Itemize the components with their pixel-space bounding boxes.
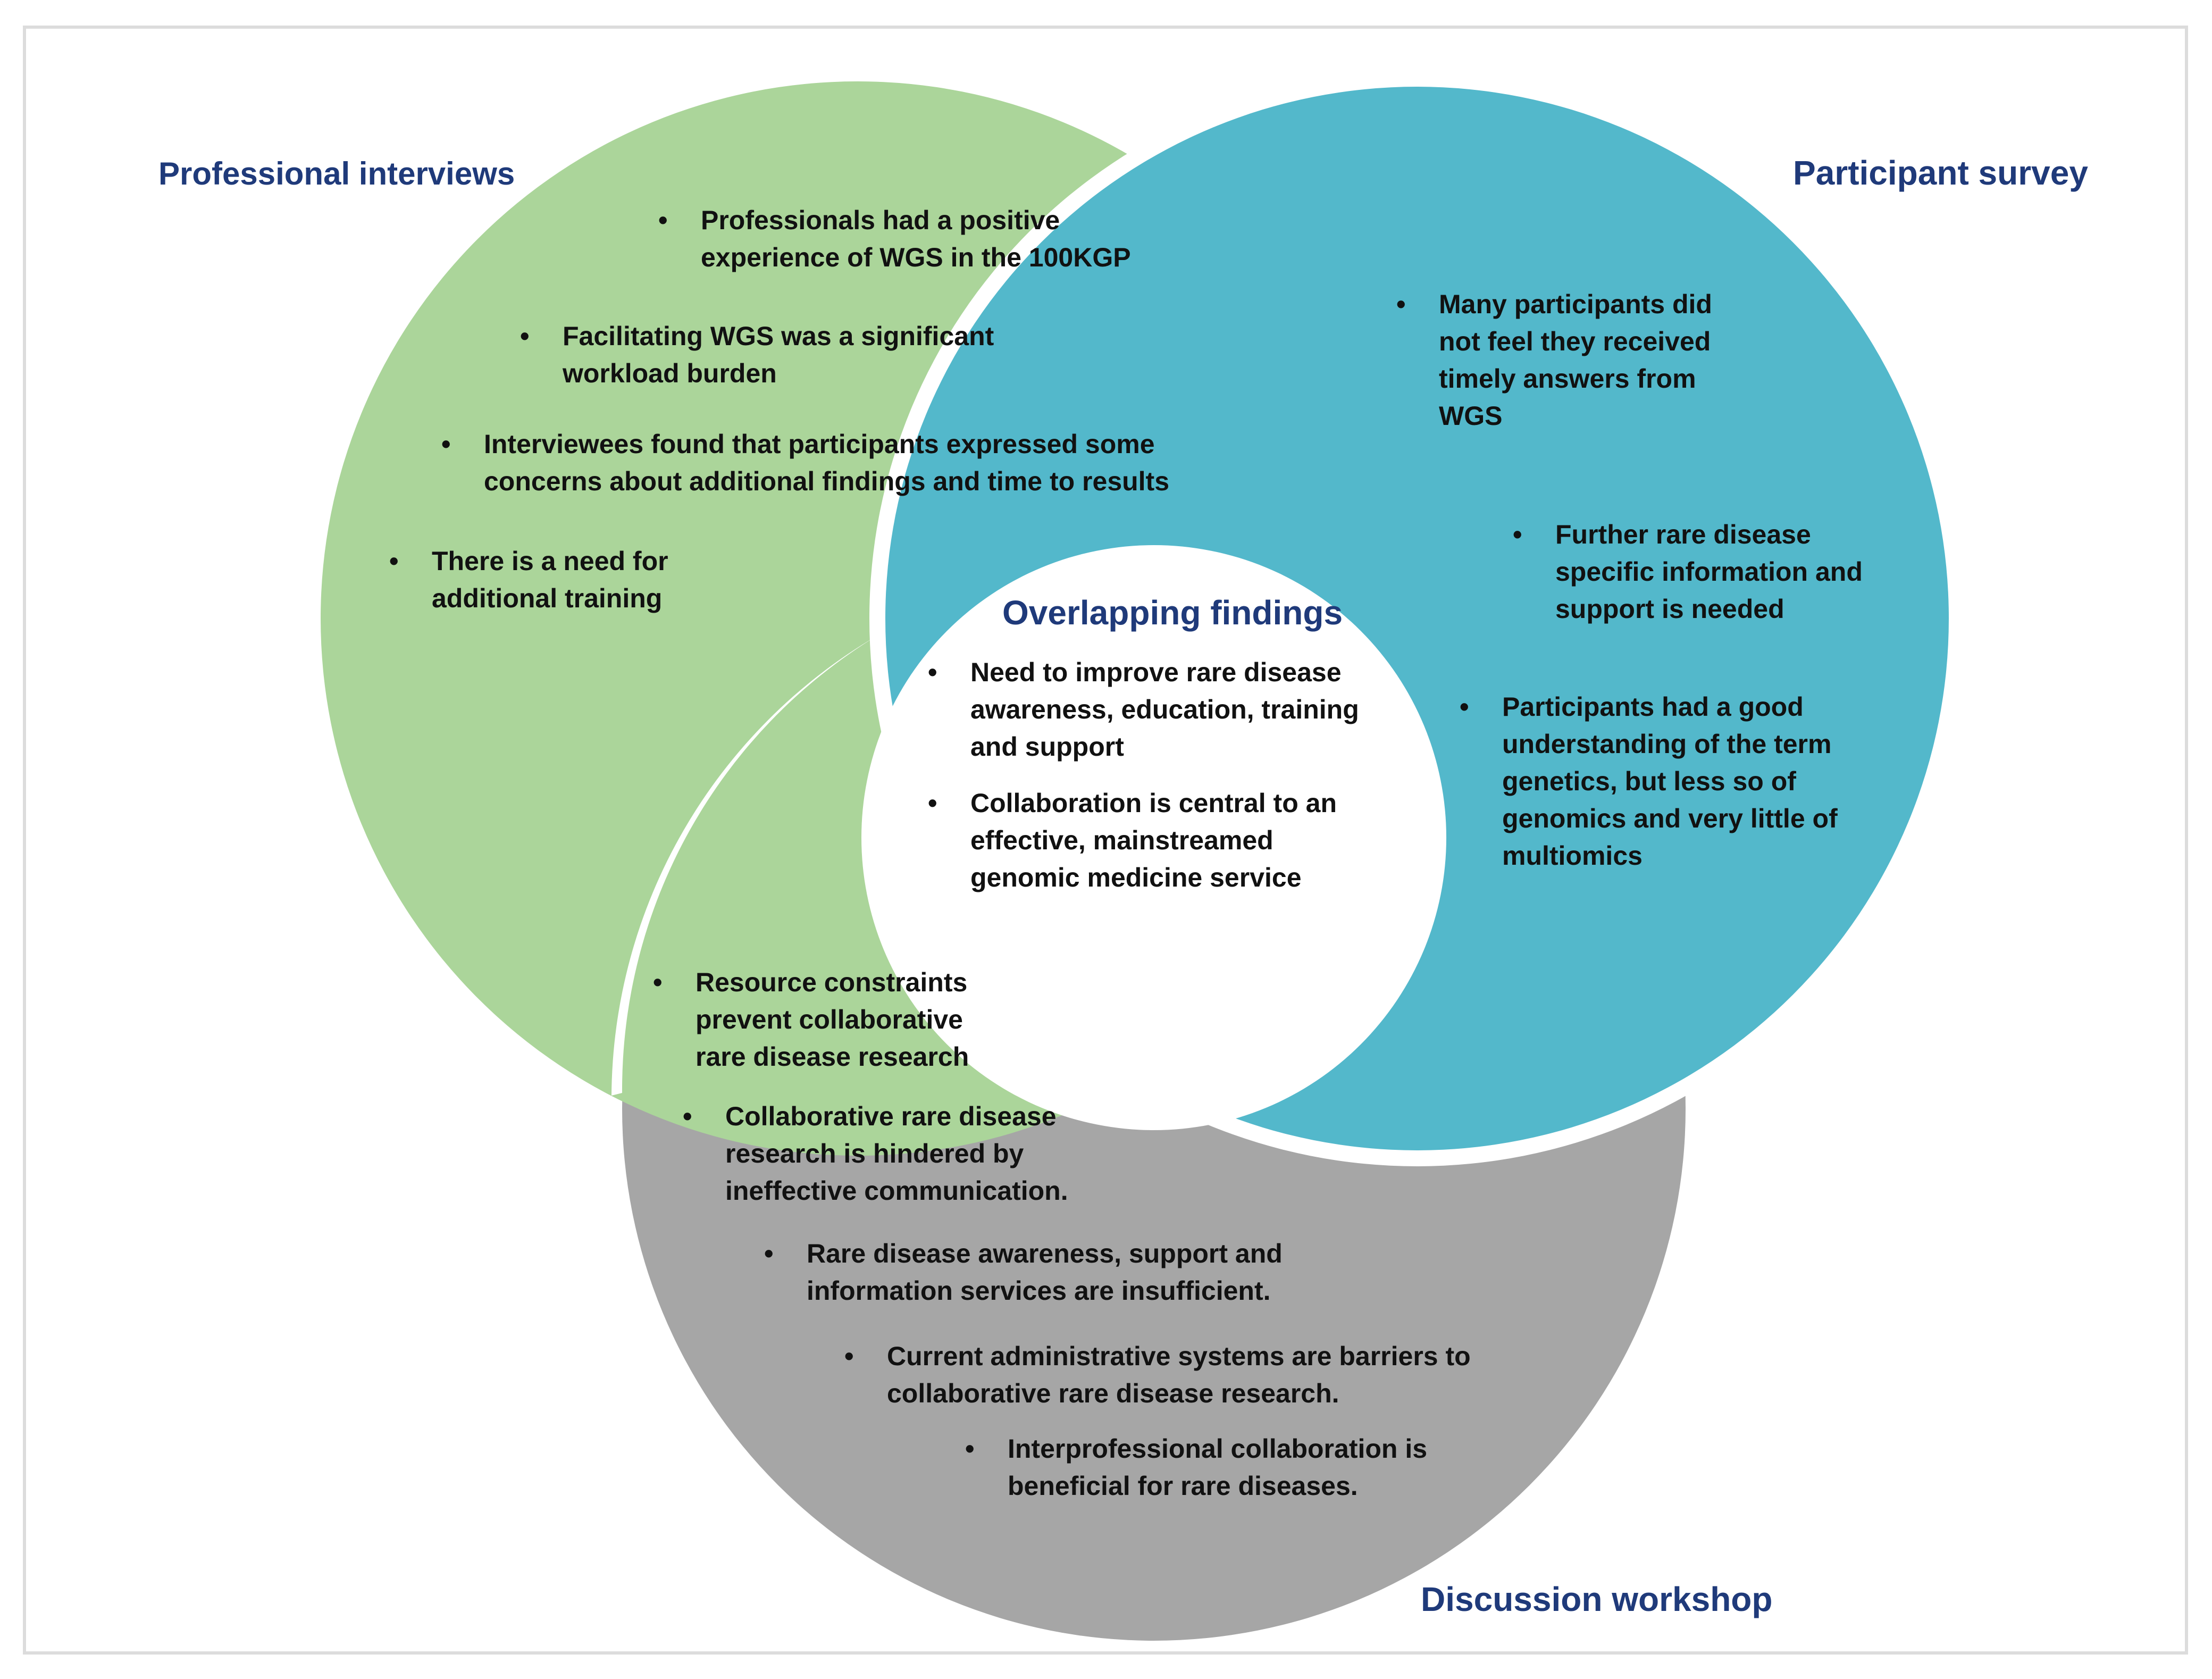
bullet-icon: • <box>658 205 668 235</box>
workshop-title: Discussion workshop <box>1421 1580 1773 1618</box>
bullet-icon: • <box>389 546 399 576</box>
overlap-center <box>861 545 1446 1130</box>
participant-title: Participant survey <box>1793 154 2088 192</box>
professional-item-text: There is a need for additional training <box>432 546 668 613</box>
professional-item-text: Interviewees found that participants exp… <box>484 429 1170 496</box>
participant-item-text: Participants had a good understanding of… <box>1502 692 1838 871</box>
bullet-icon: • <box>653 967 663 997</box>
workshop-item-text: Current administrative systems are barri… <box>887 1341 1471 1408</box>
bullet-icon: • <box>928 657 937 687</box>
workshop-item-text: Rare disease awareness, support and info… <box>807 1239 1283 1306</box>
bullet-icon: • <box>441 429 451 459</box>
bullet-icon: • <box>520 321 530 351</box>
professional-item-text: Professionals had a positive experience … <box>701 205 1131 272</box>
bullet-icon: • <box>965 1434 975 1464</box>
participant-item-text: Further rare disease specific informatio… <box>1555 520 1863 624</box>
bullet-icon: • <box>1513 520 1522 549</box>
bullet-icon: • <box>1396 289 1406 319</box>
workshop-item-text: Resource constraints prevent collaborati… <box>696 967 969 1072</box>
overlap-title: Overlapping findings <box>1002 594 1343 632</box>
figure-border <box>23 26 2188 1655</box>
bullet-icon: • <box>683 1101 692 1131</box>
overlap-item-text: Collaboration is central to an effective… <box>970 788 1337 892</box>
professional-item-text: Facilitating WGS was a significant workl… <box>563 321 994 388</box>
participant-item-text: Many participants did not feel they rece… <box>1439 289 1712 431</box>
workshop-item-text: Collaborative rare disease research is h… <box>725 1101 1068 1206</box>
bullet-icon: • <box>844 1341 854 1371</box>
overlap-item-text: Need to improve rare disease awareness, … <box>970 657 1359 762</box>
bullet-icon: • <box>928 788 937 818</box>
bullet-icon: • <box>764 1239 774 1268</box>
professional-title: Professional interviews <box>158 156 515 191</box>
workshop-item-text: Interprofessional collaboration is benef… <box>1008 1434 1428 1501</box>
bullet-icon: • <box>1460 692 1469 722</box>
